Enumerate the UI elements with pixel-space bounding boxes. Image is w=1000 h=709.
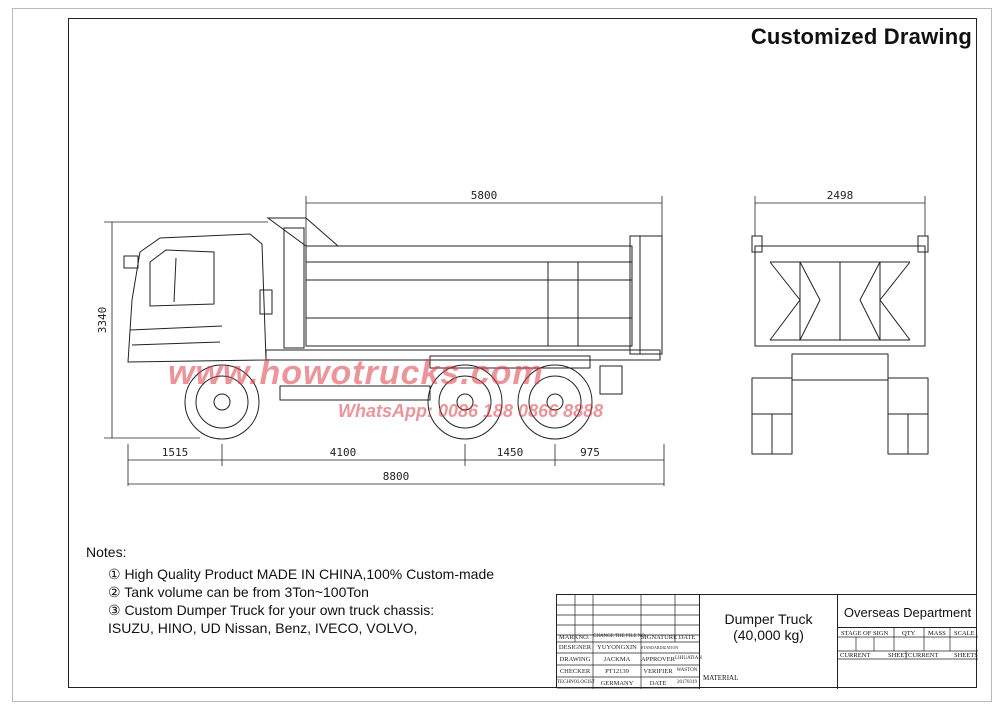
dim-wheelbase-2: 1450	[497, 446, 524, 459]
tb-verifier-label: VERIFIER	[643, 668, 673, 675]
sheet-label: SHEET	[888, 652, 909, 659]
chassis	[265, 349, 661, 401]
note-item: ① High Quality Product MADE IN CHINA,100…	[108, 566, 495, 582]
tb-date-label: DATE	[649, 680, 667, 687]
cab	[123, 227, 305, 363]
tb-technologist-label: TECHNOLOGIST	[557, 680, 596, 685]
stage-grid	[838, 627, 978, 660]
stage-of-sign-label: STAGE OF SIGN	[841, 630, 889, 637]
department-name: Overseas Department	[838, 595, 977, 628]
tb-header-signature: SIGNATURE	[641, 634, 678, 641]
watermark-phone: WhatsApp: 0086 188 0866 8888	[338, 401, 604, 421]
watermark-site: www.howotrucks.com	[168, 354, 544, 392]
dim-overall-length: 8800	[383, 470, 410, 483]
note-item: ② Tank volume can be from 3Ton~100Ton	[108, 584, 369, 600]
tb-approver-value: LIHUATIAN	[675, 656, 702, 661]
product-name-cell: Dumper Truck (40,000 kg)	[699, 595, 837, 689]
dim-body-length: 5800	[471, 189, 498, 202]
title-block: MARK NO. CHANGE THE FILE NO. SIGNATURE D…	[556, 594, 978, 689]
tb-checker-label: CHECKER	[559, 668, 591, 675]
note-item: ③ Custom Dumper Truck for your own truck…	[108, 602, 435, 618]
mass-label: MASS	[928, 630, 946, 637]
tb-header-change: CHANGE THE FILE NO.	[593, 634, 647, 639]
department-block: Overseas Department STAGE OF SIGN QTY MA…	[837, 595, 978, 689]
dim-rear-overhang: 975	[580, 446, 600, 459]
tb-verifier-value: WASTON	[676, 668, 698, 673]
tb-technologist-value: GERMANY	[600, 680, 634, 687]
dim-rear-width: 2498	[827, 189, 854, 202]
dimension-lines	[104, 196, 926, 486]
scale-label: SCALE	[954, 630, 975, 637]
current-label-2: CURRENT	[908, 652, 939, 659]
title-block-grid	[557, 595, 699, 689]
tb-header-date: DATE	[678, 634, 696, 641]
dim-wheelbase-1: 4100	[330, 446, 357, 459]
tb-drawing-label: DRAWING	[559, 656, 591, 663]
tb-checker-value: PT12139	[605, 668, 629, 675]
product-name: Dumper Truck	[724, 611, 813, 627]
qty-label: QTY	[902, 630, 916, 637]
tb-date-value: 20170319	[677, 680, 697, 685]
outer-border	[12, 8, 992, 702]
dump-body-side	[266, 217, 663, 355]
tb-designer-value: YUYONGXIN	[597, 644, 637, 651]
dim-front-overhang: 1515	[162, 446, 189, 459]
product-weight: (40,000 kg)	[733, 627, 804, 643]
tb-header-no: NO.	[578, 634, 590, 641]
notes-brands: ISUZU, HINO, UD Nissan, Benz, IVECO, VOL…	[108, 620, 418, 636]
page-title: Customized Drawing	[750, 24, 972, 49]
tb-standardization-label: STANDARDIZATION	[641, 645, 679, 650]
rear-wheel-2	[517, 364, 593, 440]
dim-height: 3340	[96, 307, 109, 334]
rear-view	[751, 235, 929, 455]
material-label: MATERIAL	[703, 674, 739, 682]
current-label: CURRENT	[840, 652, 871, 659]
tb-approver-label: APPROVER	[641, 656, 675, 663]
notes-section: Notes: ① High Quality Product MADE IN CH…	[86, 543, 494, 637]
tb-header-mark: MARK	[559, 634, 579, 641]
drawing-frame	[68, 18, 977, 688]
notes-header: Notes:	[86, 544, 127, 560]
tb-drawing-value: JACKMA	[603, 656, 631, 663]
front-wheel	[184, 364, 260, 440]
tb-designer-label: DESIGNER	[558, 644, 592, 651]
rear-wheel-1	[427, 364, 503, 440]
sheets-label: SHEETS	[954, 652, 978, 659]
